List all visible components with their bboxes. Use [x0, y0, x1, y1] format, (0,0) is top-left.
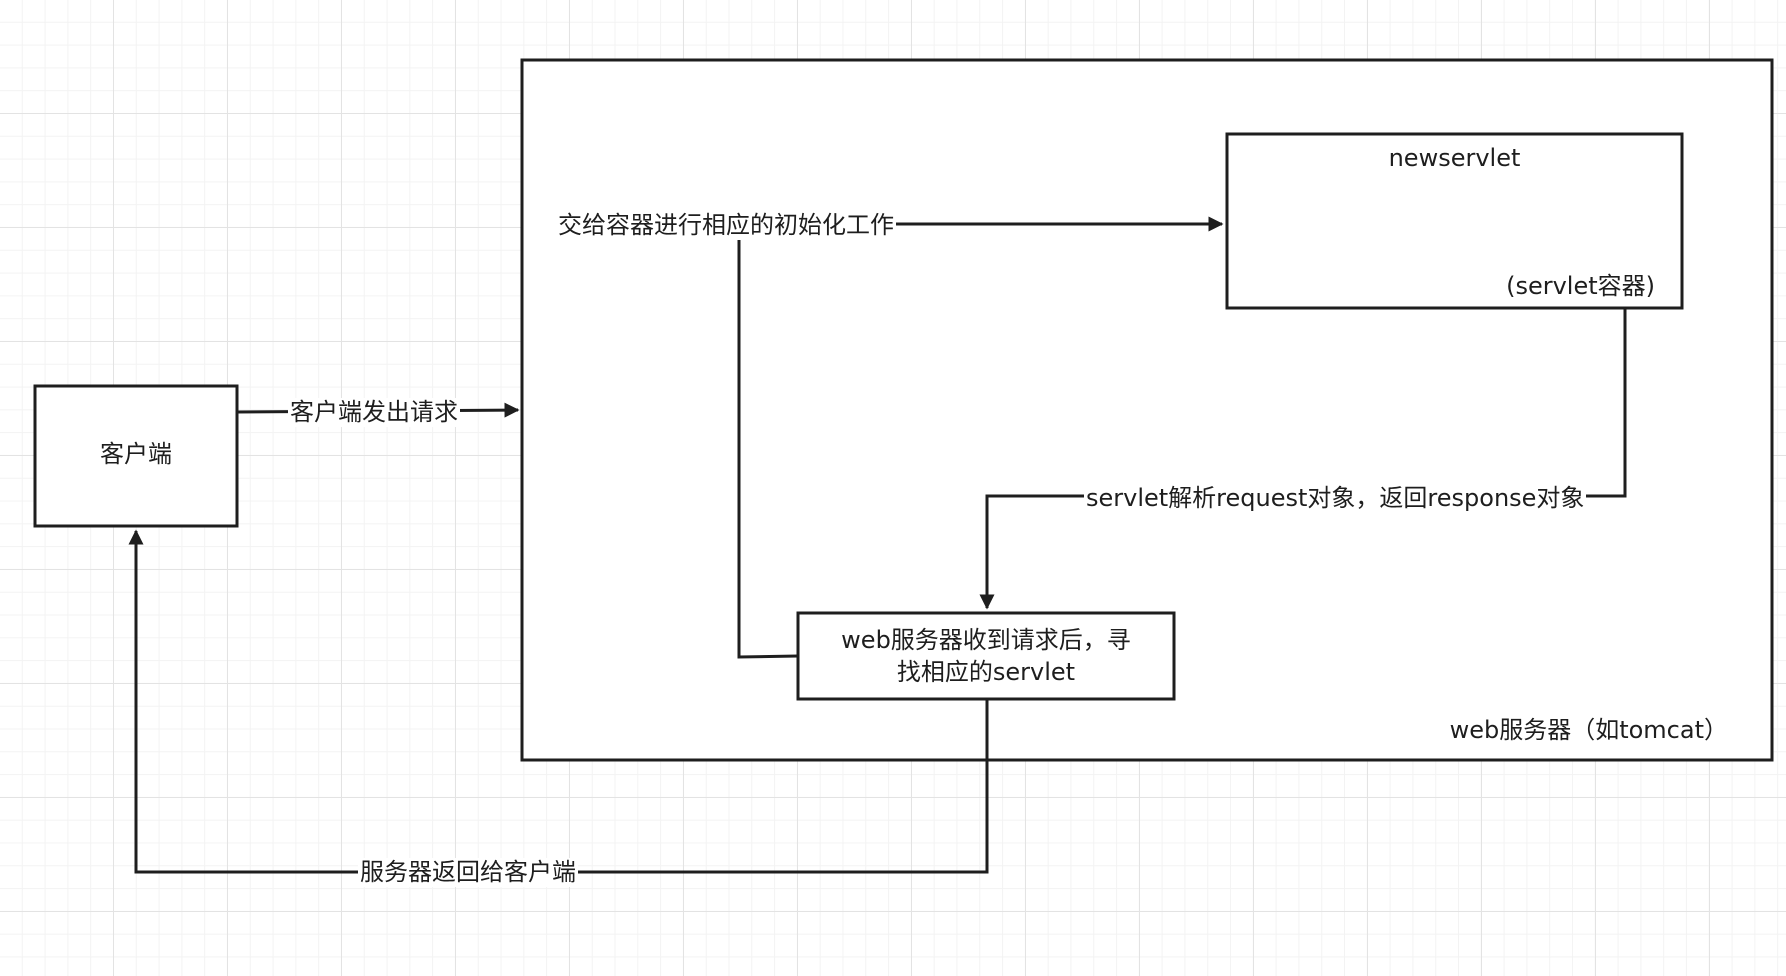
servlet-response-label: servlet解析request对象，返回response对象	[1084, 484, 1587, 513]
find-servlet-line2: 找相应的servlet	[896, 658, 1076, 686]
servlet-container-box[interactable]	[1225, 132, 1684, 310]
server-return-label: 服务器返回给客户端	[358, 858, 578, 887]
init-work-label: 交给容器进行相应的初始化工作	[556, 211, 896, 240]
client-request-label: 客户端发出请求	[288, 398, 460, 427]
client-box[interactable]	[33, 384, 239, 528]
init-work-arrow[interactable]	[737, 216, 1224, 659]
find-servlet-line1: web服务器收到请求后，寻	[841, 626, 1131, 654]
web-server-label: web服务器（如tomcat）	[1449, 716, 1728, 744]
find-servlet-box[interactable]	[796, 611, 1176, 701]
client-label: 客户端	[100, 440, 172, 468]
servlet-container-title: newservlet	[1388, 144, 1521, 172]
servlet-container-subtitle: (servlet容器)	[1506, 272, 1655, 300]
